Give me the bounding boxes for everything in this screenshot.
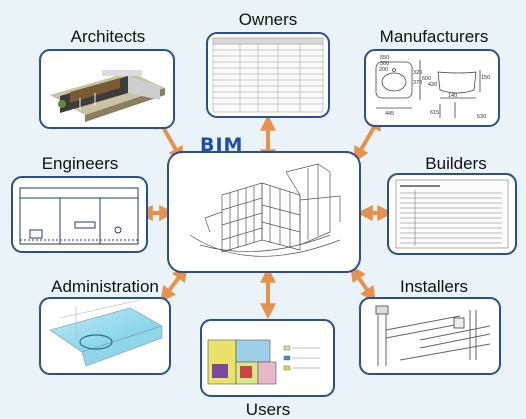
node-users [200, 319, 335, 397]
manufacturers-sink-drawing [375, 60, 481, 118]
bim-center-box [167, 151, 361, 273]
node-architects [39, 49, 175, 129]
dimension-label: 200 [379, 67, 388, 73]
owners-table-image [212, 37, 324, 113]
engineers-section-drawing [19, 187, 139, 245]
dimension-label: 320 [413, 70, 422, 76]
node-manufacturers: 550 300 200 320 600 420 370 445 150 140 … [364, 49, 500, 127]
dimension-label: 615 [430, 110, 439, 116]
builders-document-image [395, 179, 509, 249]
label-installers: Installers [399, 277, 469, 296]
dimension-label: 300 [380, 61, 389, 67]
dimension-label: 140 [448, 93, 457, 99]
label-owners: Owners [238, 10, 298, 29]
bim-building-wireframe [189, 163, 341, 257]
node-owners [206, 32, 330, 118]
label-administration: Administration [51, 277, 159, 296]
label-users: Users [245, 400, 291, 419]
dimension-label: 370 [413, 80, 422, 86]
administration-3d-image [49, 299, 163, 367]
arrow-installers [350, 265, 376, 303]
manufacturers-dimension-labels: 550 300 200 320 600 420 370 445 150 140 … [379, 55, 490, 120]
dimension-label: 530 [477, 114, 486, 120]
label-engineers: Engineers [41, 154, 119, 173]
bim-title: BIM [200, 134, 244, 156]
users-floorplan-image [207, 339, 320, 385]
dimension-label: 550 [380, 55, 389, 61]
node-builders [387, 173, 517, 255]
node-administration [39, 297, 171, 375]
dimension-label: 445 [385, 111, 394, 117]
dimension-label: 600 [422, 76, 431, 82]
label-architects: Architects [70, 27, 146, 46]
node-installers [359, 297, 501, 375]
label-builders: Builders [425, 154, 487, 173]
dimension-label: 150 [481, 75, 490, 81]
installers-pipes-image [375, 305, 491, 366]
dimension-label: 420 [428, 82, 437, 88]
label-manufacturers: Manufacturers [379, 27, 489, 46]
arrow-administration [160, 265, 188, 303]
node-engineers [11, 176, 148, 253]
architects-render-image [50, 70, 165, 122]
